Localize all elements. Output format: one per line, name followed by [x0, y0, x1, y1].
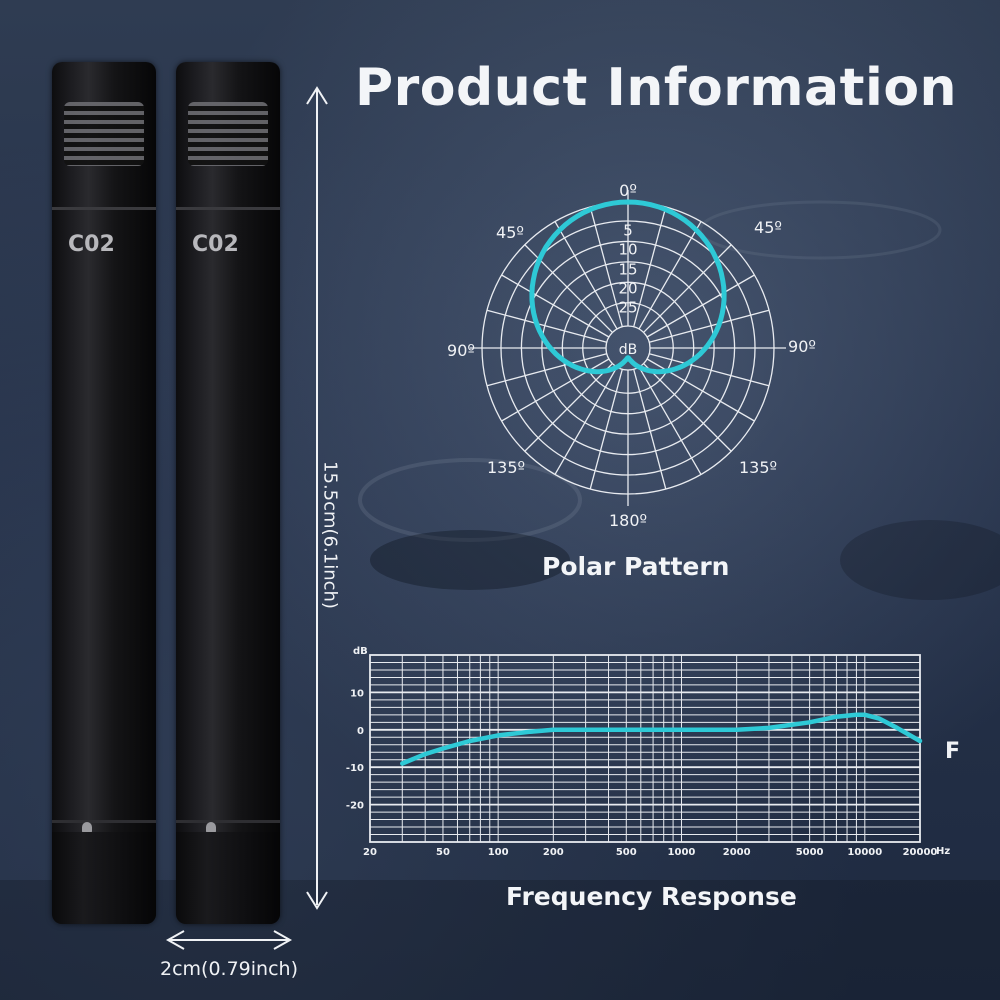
- polar-spoke-210: [554, 366, 618, 475]
- length-arrow-head-top: [306, 86, 328, 105]
- mic-screw: [82, 822, 92, 836]
- frequency-response-line: [400, 712, 923, 766]
- chart-x-tick-labels: 20 50 100 200 500 1000 2000 5000 10000 20000: [363, 847, 937, 858]
- length-arrow-head-bottom: [306, 891, 328, 910]
- polar-spoke-150: [638, 366, 702, 475]
- polar-angle-90-right: 90º: [788, 337, 816, 356]
- diameter-arrow-head-left: [165, 930, 185, 950]
- polar-db-label-10: 10: [618, 240, 637, 258]
- polar-spoke-75: [649, 309, 770, 343]
- diameter-dimension-label: 2cm(0.79inch): [160, 958, 298, 980]
- x-tick-label-2000: 2000: [723, 847, 751, 858]
- mic-xlr-connector: [52, 832, 156, 924]
- polar-spoke-30: [638, 221, 702, 330]
- polar-angle-135-left: 135º: [487, 458, 525, 477]
- mic-model-label: C02: [192, 232, 239, 257]
- polar-pattern-caption: Polar Pattern: [542, 552, 730, 581]
- polar-spoke-60: [646, 274, 755, 338]
- microphone-left: C02: [52, 62, 156, 924]
- x-tick-label-10000: 10000: [847, 847, 882, 858]
- x-tick-label-20000: 20000: [903, 847, 938, 858]
- chart-y-axis-label: dB: [353, 646, 368, 657]
- x-tick-label-5000: 5000: [796, 847, 824, 858]
- chart-y-tick-labels: 10 0 -10 -20: [346, 688, 364, 811]
- polar-angle-180: 180º: [609, 511, 647, 530]
- mic-grille: [188, 102, 268, 166]
- mic-model-label: C02: [68, 232, 115, 257]
- mic-ring: [176, 820, 280, 823]
- polar-spoke-165: [633, 369, 667, 490]
- polar-spoke-225: [524, 363, 613, 452]
- polar-angle-45-right: 45º: [754, 218, 782, 237]
- mic-screw: [206, 822, 216, 836]
- x-tick-label-20: 20: [363, 847, 377, 858]
- mic-ring: [52, 820, 156, 823]
- polar-center-label: dB: [619, 342, 638, 358]
- x-tick-label-200: 200: [543, 847, 564, 858]
- polar-db-label-20: 20: [618, 280, 637, 298]
- chart-grid: [370, 655, 920, 842]
- chart-truncated-label: F: [945, 739, 960, 764]
- y-tick-label--20: -20: [346, 801, 364, 812]
- polar-spoke-345: [589, 206, 623, 327]
- mic-grille: [64, 102, 144, 166]
- polar-spoke-105: [649, 353, 770, 387]
- polar-spoke-15: [633, 206, 667, 327]
- frequency-response-caption: Frequency Response: [506, 882, 797, 911]
- polar-cardioid-curve: [529, 199, 727, 375]
- polar-spoke-285: [486, 309, 607, 343]
- diameter-arrow-head-right: [273, 930, 293, 950]
- polar-angle-45-left: 45º: [496, 223, 524, 242]
- polar-db-label-5: 5: [623, 221, 633, 239]
- x-tick-label-100: 100: [488, 847, 509, 858]
- polar-angle-90-left: 90º: [447, 341, 475, 360]
- x-tick-label-500: 500: [616, 847, 637, 858]
- polar-db-label-25: 25: [618, 299, 637, 317]
- polar-angle-135-right: 135º: [739, 458, 777, 477]
- polar-angle-0: 0º: [619, 181, 637, 200]
- y-tick-label-10: 10: [350, 688, 364, 699]
- mic-ring: [52, 207, 156, 210]
- microphone-right: C02: [176, 62, 280, 924]
- chart-x-axis-label: Hz: [936, 846, 950, 857]
- polar-db-label-15: 15: [618, 261, 637, 279]
- polar-spoke-330: [554, 221, 618, 330]
- page-title: Product Information: [355, 58, 958, 118]
- mic-xlr-connector: [176, 832, 280, 924]
- polar-spoke-135: [643, 363, 732, 452]
- polar-spoke-195: [589, 369, 623, 490]
- y-tick-label--10: -10: [346, 763, 364, 774]
- x-tick-label-50: 50: [436, 847, 450, 858]
- polar-spoke-300: [501, 274, 610, 338]
- chart-plot-area: [369, 654, 921, 843]
- polar-spoke-255: [486, 353, 607, 387]
- x-tick-label-1000: 1000: [668, 847, 696, 858]
- mic-ring: [176, 207, 280, 210]
- y-tick-label-0: 0: [357, 726, 364, 737]
